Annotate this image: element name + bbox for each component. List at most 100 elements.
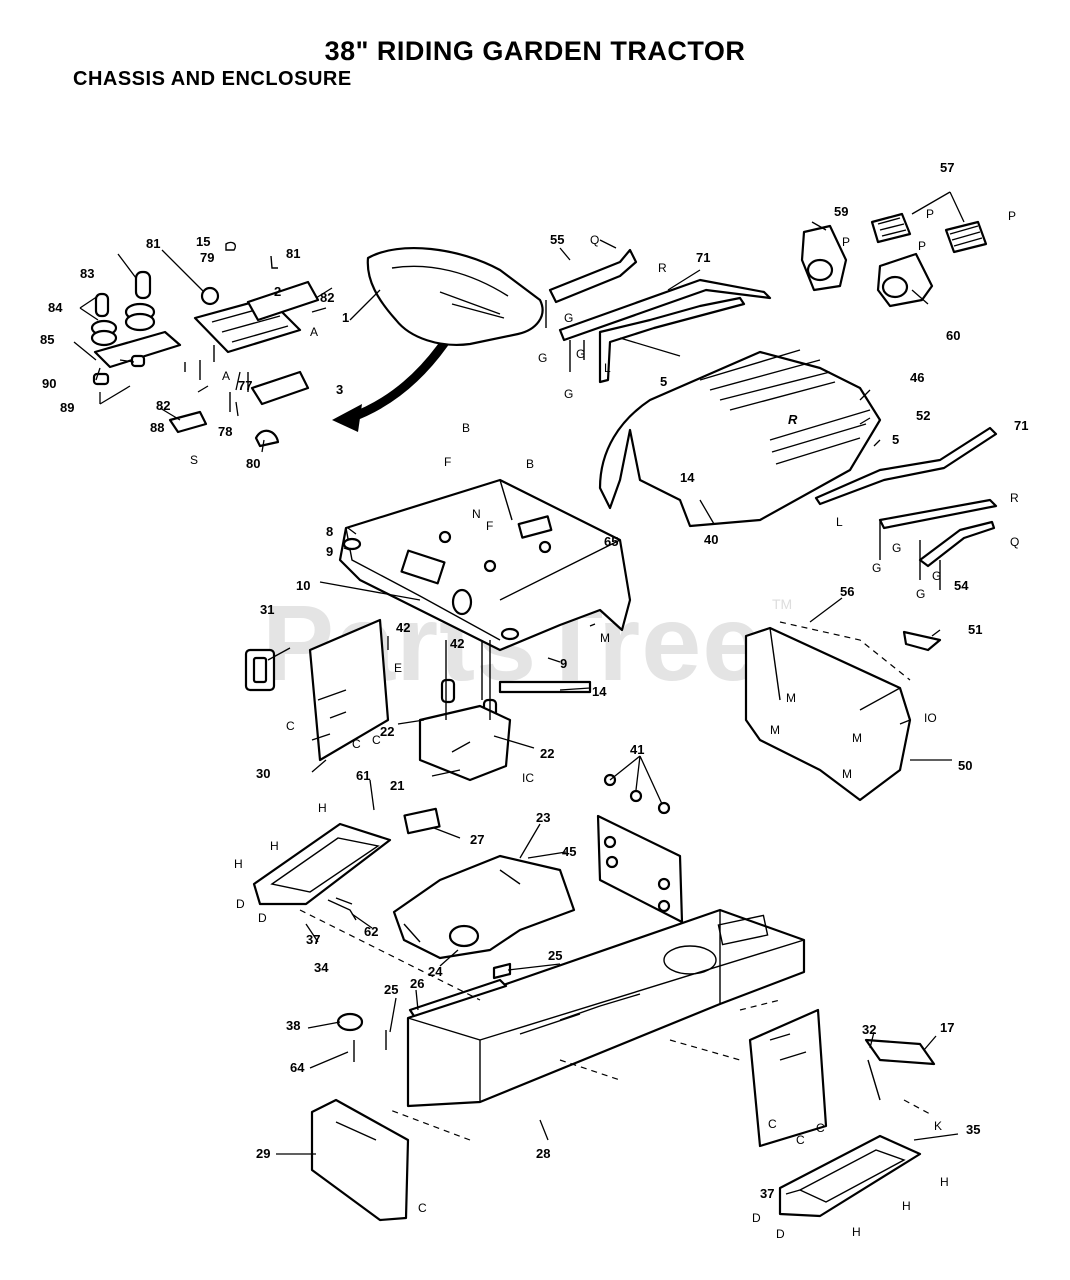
callout-38: 38 [286,1018,300,1033]
callout-40: 40 [704,532,718,547]
callout-84: 84 [48,300,63,315]
ref-letter-f-1: F [444,455,451,469]
ref-letter-h-6: H [852,1225,861,1239]
diagram-title: 38" RIDING GARDEN TRACTOR [324,36,746,66]
callout-83: 83 [80,266,94,281]
callout-10: 10 [296,578,310,593]
ref-letter-c-1: C [286,719,295,733]
callout-9a: 9 [326,544,333,559]
callout-89: 89 [60,400,74,415]
callout-51: 51 [968,622,982,637]
ref-letter-d-1: D [236,897,245,911]
front-panel [310,1098,410,1222]
callout-65: 65 [604,534,618,549]
left-console-panel [244,618,390,762]
callout-82b: 82 [156,398,170,413]
callout-79: 79 [200,250,214,265]
ref-letter-h-1: H [318,801,327,815]
ref-letter-m-5: M [842,767,852,781]
ref-letter-g-3: G [564,387,573,401]
callout-46: 46 [910,370,924,385]
assembly-lines [299,909,931,1141]
ref-letter-k: K [934,1119,942,1133]
hood-emblem: R [788,412,798,427]
ref-letter-e: E [394,661,402,675]
ref-letter-q-1: Q [590,233,599,247]
callout-1: 1 [342,310,349,325]
ref-letter-p-3: P [918,239,926,253]
callout-57: 57 [940,160,954,175]
seat-rails-upper [545,248,772,384]
footrest-right [778,1134,922,1218]
callout-62: 62 [364,924,378,939]
ref-letter-m-2: M [786,691,796,705]
callout-85: 85 [40,332,54,347]
hood-badge: 14 [680,470,695,485]
callout-labels: 1 2 3 5 5 8 9 9 10 14 15 17 21 22 22 23 … [40,160,1028,1201]
fender-deck [338,478,632,652]
callout-90: 90 [42,376,56,391]
ref-letter-g-6: G [872,561,881,575]
ref-letter-d-4: D [776,1227,785,1241]
ref-letter-h-5: H [902,1199,911,1213]
ref-letter-m-4: M [852,731,862,745]
callout-8: 8 [326,524,333,539]
callout-35: 35 [966,1122,980,1137]
callout-27: 27 [470,832,484,847]
callout-42b: 42 [450,636,464,651]
small-hardware [336,962,512,1062]
steering-column-parts [418,640,592,782]
callout-23: 23 [536,810,550,825]
reference-letters: A A B B C C C C C C C D D D D E F F G G … [190,207,1019,1241]
ref-letter-c-3: C [372,733,381,747]
ref-letter-g-1: G [564,311,573,325]
callout-26: 26 [410,976,424,991]
seat [366,247,544,346]
ref-letter-p-2: P [926,207,934,221]
callout-21: 21 [390,778,404,793]
callout-9b: 9 [560,656,567,671]
ref-letter-d-2: D [258,911,267,925]
ref-letter-g-2: G [538,351,547,365]
callout-88: 88 [150,420,164,435]
callout-25a: 25 [548,948,562,963]
callout-52: 52 [916,408,930,423]
ref-letter-d-3: D [752,1211,761,1225]
diagram-subtitle: CHASSIS AND ENCLOSURE [73,68,352,90]
seat-bracket-assembly [90,241,320,448]
ref-letter-l-1: L [604,361,611,375]
ref-letter-r-1: R [658,261,667,275]
callout-30: 30 [256,766,270,781]
ref-letter-h-3: H [234,857,243,871]
callout-81a: 81 [146,236,160,251]
ref-letter-f-2: F [486,519,493,533]
callout-3: 3 [336,382,343,397]
ref-letter-a-1: A [310,325,318,339]
callout-55: 55 [550,232,564,247]
callout-64: 64 [290,1060,305,1075]
callout-59: 59 [834,204,848,219]
ref-letter-c-4: C [768,1117,777,1131]
ref-letter-c-5: C [796,1133,805,1147]
fuel-tank [392,854,576,960]
ref-letter-h-2: H [270,839,279,853]
ref-letter-b-2: B [526,457,534,471]
callout-22a: 22 [380,724,394,739]
callout-82a: 82 [320,290,334,305]
footrest-left [252,807,441,921]
ref-letter-s: S [190,453,198,467]
ref-letter-ic: IC [522,771,534,785]
callout-60: 60 [946,328,960,343]
ref-letter-r-2: R [1010,491,1019,505]
ref-letter-c-7: C [418,1201,427,1215]
ref-letter-h-4: H [940,1175,949,1189]
callout-24: 24 [428,964,443,979]
callout-56: 56 [840,584,854,599]
ref-letter-io: IO [924,711,937,725]
callout-2: 2 [274,284,281,299]
ref-letter-p-4: P [1008,209,1016,223]
callout-25b: 25 [384,982,398,997]
ref-letter-g-7: G [932,569,941,583]
ref-letter-p-1: P [842,235,850,249]
